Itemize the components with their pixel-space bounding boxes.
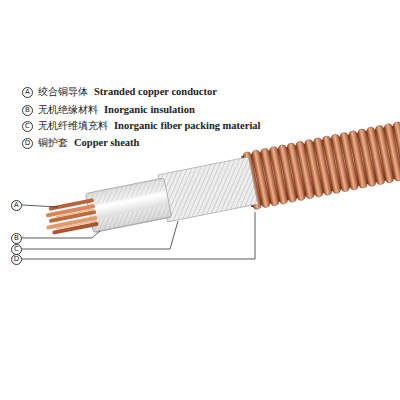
letter-marker: A [22,87,33,98]
part-name-cn: 绞合铜导体 [38,86,88,98]
part-name-en: Inorganic insulation [104,104,195,116]
part-name-cn: 无机绝缘材料 [38,104,98,116]
part-name-en: Copper sheath [74,137,139,149]
part-name-cn: 铜护套 [38,137,68,149]
part-name-en: Stranded copper conductor [94,86,217,98]
part-name-cn: 无机纤维填充料 [38,120,108,132]
callout-letter: A [11,200,22,211]
callout-letter: B [11,233,22,244]
letter-marker: D [22,138,33,149]
part-name-en: Inorganic fiber packing material [114,120,261,132]
letter-marker: C [22,121,33,132]
letter-marker: B [22,105,33,116]
callout-letter: D [11,254,22,265]
